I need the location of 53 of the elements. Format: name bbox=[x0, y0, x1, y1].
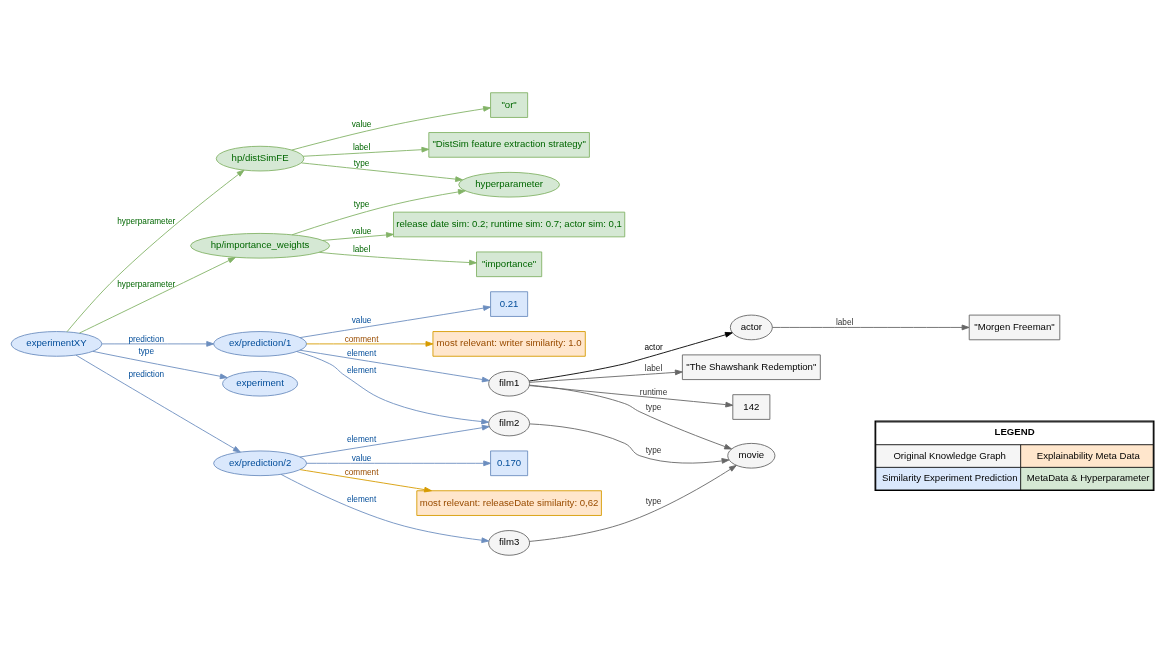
node-box: release date sim: 0.2; runtime sim: 0.7; actor sim: 0,1 bbox=[393, 211, 626, 238]
arrow bbox=[101, 341, 215, 347]
label: LEGEND bbox=[994, 426, 1035, 438]
arrow bbox=[318, 251, 477, 266]
arrow bbox=[302, 146, 430, 157]
node-ellipse: film1 bbox=[488, 370, 530, 397]
arrow bbox=[299, 305, 491, 339]
arrow bbox=[92, 350, 228, 380]
node-ellipse: ex/prediction/2 bbox=[213, 450, 307, 477]
node-ellipse: ex/prediction/1 bbox=[213, 331, 307, 357]
node-ellipse: hp/distSimFE bbox=[215, 145, 305, 172]
arrow bbox=[291, 106, 491, 151]
node-box: most relevant: writer similarity: 1.0 bbox=[432, 331, 586, 357]
legend-label: Original Knowledge Graph bbox=[893, 449, 1006, 461]
node-ellipse: actor bbox=[729, 314, 773, 341]
node-box: most relevant: releaseDate similarity: 0,62 bbox=[416, 490, 602, 516]
arrow bbox=[299, 349, 490, 383]
arrow bbox=[300, 162, 463, 182]
arrow bbox=[306, 460, 491, 467]
node-ellipse: experimentXY bbox=[10, 331, 103, 357]
node-box: "or" bbox=[490, 92, 529, 118]
node-box: "The Shawshank Redemption" bbox=[681, 354, 821, 381]
legend-label: MetaData & Hyperparameter bbox=[1026, 472, 1150, 484]
node-box: "Morgen Freeman" bbox=[968, 314, 1061, 341]
arrow bbox=[299, 424, 490, 458]
node-box: "importance" bbox=[476, 251, 543, 278]
node-box: 0.170 bbox=[490, 450, 529, 477]
arrow bbox=[529, 385, 734, 408]
arrow bbox=[280, 473, 490, 544]
arrow bbox=[322, 232, 394, 241]
arrow bbox=[296, 351, 489, 425]
node-box: "DistSim feature extraction strategy" bbox=[428, 132, 590, 158]
arrow bbox=[529, 384, 732, 450]
arrow bbox=[529, 423, 730, 464]
node-ellipse: experiment bbox=[222, 370, 299, 397]
arrow bbox=[528, 331, 733, 382]
node-ellipse: movie bbox=[727, 442, 776, 469]
node-box: 142 bbox=[732, 394, 771, 420]
arrow bbox=[299, 469, 432, 493]
arrow bbox=[75, 354, 241, 453]
arrow bbox=[78, 257, 236, 334]
arrow bbox=[529, 465, 737, 542]
arrow bbox=[306, 341, 434, 347]
legend-label: Explainability Meta Data bbox=[1036, 449, 1140, 461]
node-ellipse: hp/importance_weights bbox=[190, 232, 331, 259]
arrow bbox=[66, 169, 245, 333]
node-ellipse: film2 bbox=[488, 410, 530, 437]
arrow bbox=[771, 324, 970, 331]
legend-label: Similarity Experiment Prediction bbox=[882, 472, 1018, 484]
node-box: 0.21 bbox=[490, 291, 529, 317]
arrow bbox=[291, 189, 466, 236]
node-ellipse: film3 bbox=[488, 530, 530, 556]
arrow bbox=[529, 369, 683, 383]
